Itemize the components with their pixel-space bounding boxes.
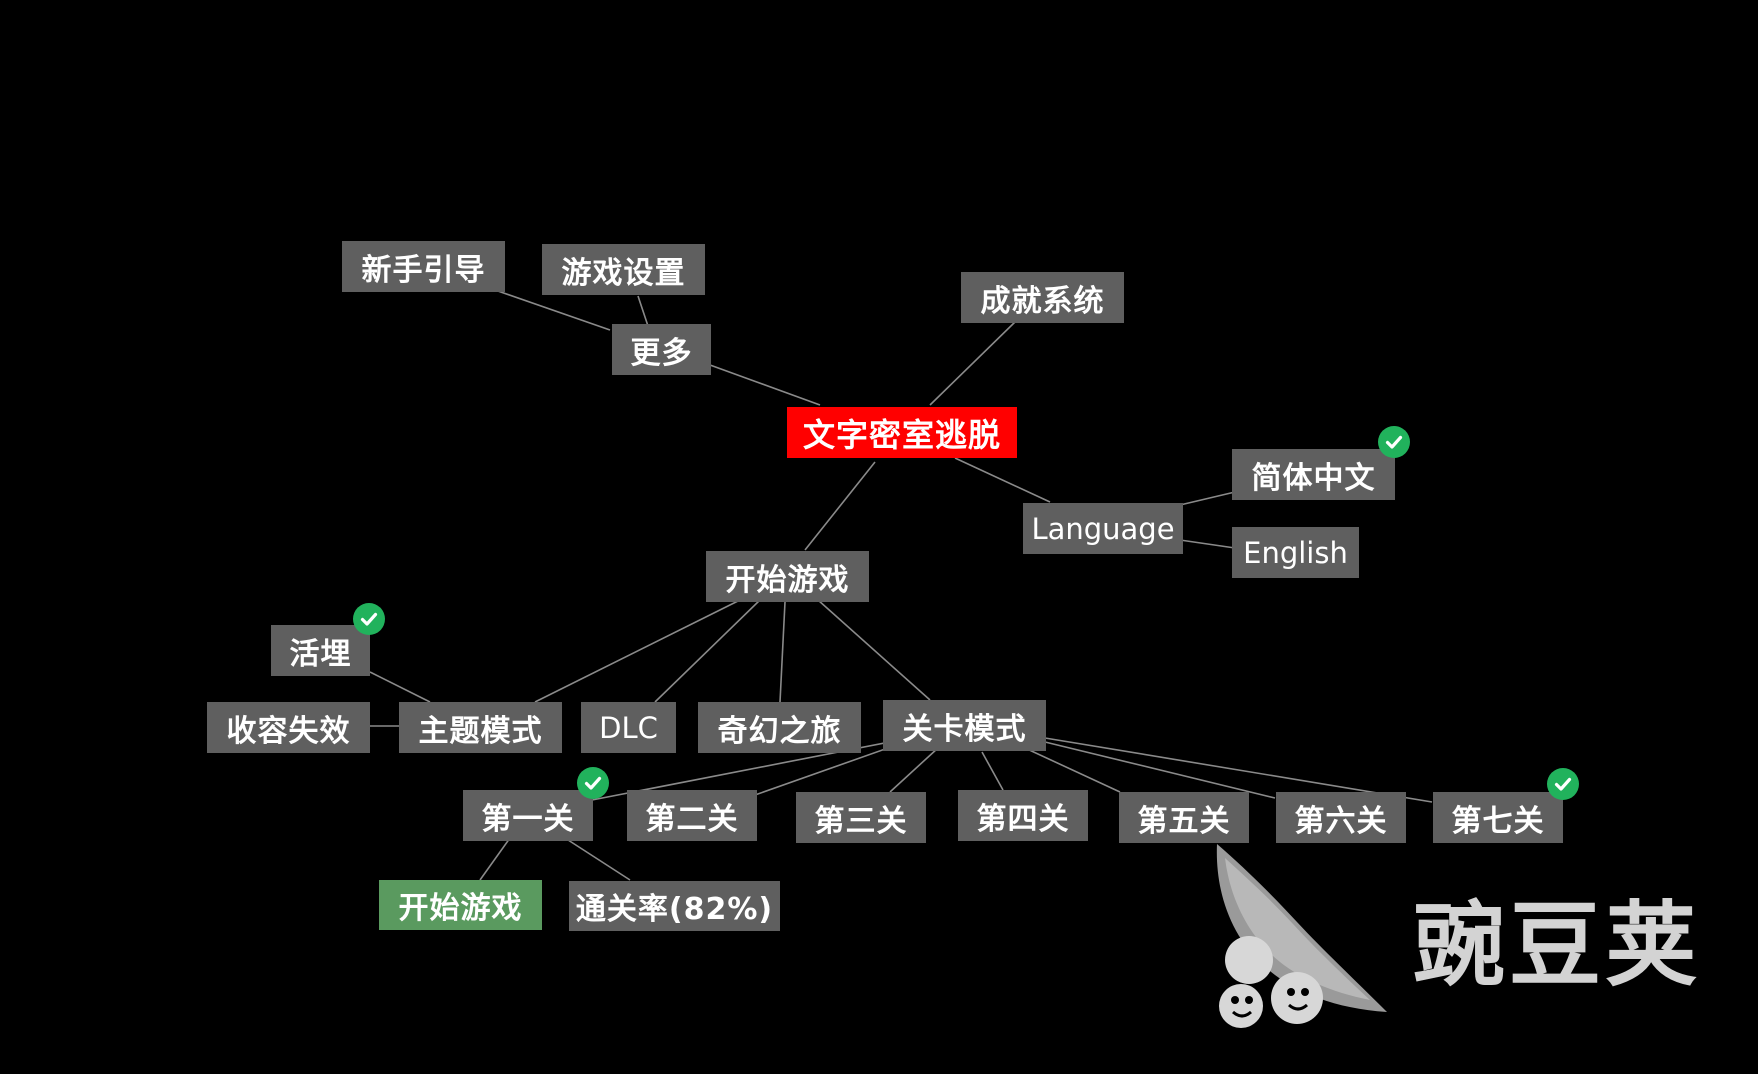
theme-mode-node[interactable]: 主题模式 bbox=[399, 702, 562, 753]
link-root-start bbox=[804, 461, 876, 551]
theme-item-containment[interactable]: 收容失效 bbox=[207, 702, 370, 753]
level-1-start-button[interactable]: 开始游戏 bbox=[379, 880, 542, 930]
language-node[interactable]: Language bbox=[1023, 503, 1183, 554]
level-6-node[interactable]: 第六关 bbox=[1276, 792, 1406, 843]
link-start-levels bbox=[817, 599, 931, 701]
settings-node[interactable]: 游戏设置 bbox=[542, 244, 705, 295]
wandoujia-watermark: 豌豆荚 bbox=[1205, 840, 1725, 1040]
level-mode-node[interactable]: 关卡模式 bbox=[883, 700, 1046, 751]
tutorial-node[interactable]: 新手引导 bbox=[342, 241, 505, 292]
link-levels-l2 bbox=[754, 741, 906, 796]
link-levels-l7 bbox=[1044, 737, 1433, 803]
achievements-node[interactable]: 成就系统 bbox=[961, 272, 1124, 323]
zh-selected-check-icon bbox=[1378, 426, 1410, 458]
link-language-en bbox=[1179, 539, 1236, 549]
level-3-node[interactable]: 第三关 bbox=[796, 792, 926, 843]
link-root-language bbox=[954, 457, 1051, 503]
link-more-settings bbox=[637, 295, 649, 327]
link-root-more bbox=[709, 364, 821, 406]
dlc-node[interactable]: DLC bbox=[581, 702, 676, 753]
fantasy-journey-node[interactable]: 奇幻之旅 bbox=[698, 702, 861, 753]
link-l1-start bbox=[479, 837, 511, 881]
huomai-completed-check-icon bbox=[353, 603, 385, 635]
language-chinese-option[interactable]: 简体中文 bbox=[1232, 449, 1395, 500]
watermark-text: 豌豆荚 bbox=[1413, 892, 1702, 999]
pea-pod-logo-icon bbox=[1216, 844, 1387, 1028]
level-5-node[interactable]: 第五关 bbox=[1119, 792, 1249, 843]
level-1-node[interactable]: 第一关 bbox=[463, 790, 593, 841]
link-l1-clear bbox=[564, 837, 631, 881]
game-title-node: 文字密室逃脱 bbox=[787, 407, 1017, 458]
link-start-dlc bbox=[654, 599, 761, 703]
level-7-completed-check-icon bbox=[1547, 768, 1579, 800]
link-theme-item1 bbox=[369, 671, 431, 703]
level-7-node[interactable]: 第七关 bbox=[1433, 792, 1563, 843]
theme-item-huomai[interactable]: 活埋 bbox=[271, 625, 370, 676]
link-levels-l6 bbox=[1044, 741, 1276, 799]
link-root-achievements bbox=[929, 321, 1016, 406]
link-language-zh bbox=[1179, 491, 1236, 506]
link-levels-l3 bbox=[889, 747, 939, 793]
level-1-completed-check-icon bbox=[577, 767, 609, 799]
link-levels-l5 bbox=[1024, 747, 1121, 793]
more-node[interactable]: 更多 bbox=[612, 324, 711, 375]
link-more-tutorial bbox=[494, 289, 611, 331]
link-levels-l4 bbox=[981, 751, 1004, 791]
level-4-node[interactable]: 第四关 bbox=[958, 790, 1088, 841]
level-1-clear-rate: 通关率(82%) bbox=[569, 881, 780, 931]
start-game-node[interactable]: 开始游戏 bbox=[706, 551, 869, 602]
language-english-option[interactable]: English bbox=[1232, 527, 1359, 578]
level-2-node[interactable]: 第二关 bbox=[627, 790, 757, 841]
link-start-theme bbox=[534, 599, 741, 703]
link-start-fantasy bbox=[779, 601, 786, 703]
